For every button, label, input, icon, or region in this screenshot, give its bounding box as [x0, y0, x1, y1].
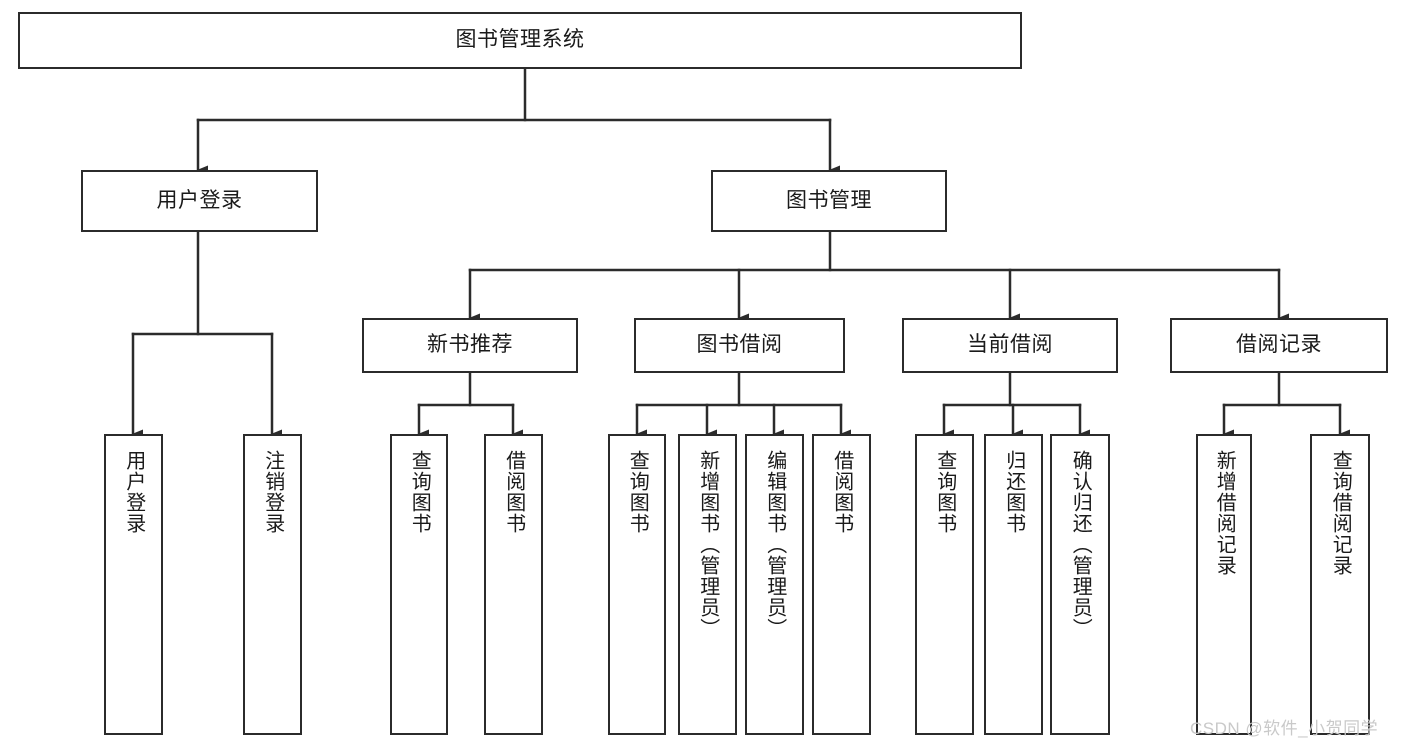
node-new-book-recommend[interactable]: 新书推荐 — [362, 318, 578, 373]
node-leaf-query-borrow-record[interactable]: 查询借阅记录 — [1310, 434, 1370, 735]
node-label: 新增借阅记录 — [1213, 450, 1236, 576]
node-leaf-edit-book-admin[interactable]: 编辑图书（管理员） — [745, 434, 804, 735]
node-book-manage[interactable]: 图书管理 — [711, 170, 947, 232]
node-label: 借阅记录 — [1236, 333, 1322, 357]
node-leaf-query-book-borrow[interactable]: 查询图书 — [608, 434, 666, 735]
node-leaf-borrow-book[interactable]: 借阅图书 — [812, 434, 871, 735]
node-label: 确认归还（管理员） — [1069, 450, 1092, 639]
node-leaf-query-book-current[interactable]: 查询图书 — [915, 434, 974, 735]
node-label: 借阅图书 — [830, 450, 853, 534]
node-book-borrow[interactable]: 图书借阅 — [634, 318, 845, 373]
csdn-watermark: CSDN @软件_小贺同学 — [1190, 719, 1379, 738]
node-label: 查询借阅记录 — [1329, 450, 1352, 576]
node-leaf-add-borrow-record[interactable]: 新增借阅记录 — [1196, 434, 1252, 735]
node-leaf-return-book[interactable]: 归还图书 — [984, 434, 1043, 735]
node-label: 查询图书 — [626, 450, 649, 534]
node-label: 新书推荐 — [427, 333, 513, 357]
node-leaf-add-book-admin[interactable]: 新增图书（管理员） — [678, 434, 737, 735]
node-leaf-borrow-book-rec[interactable]: 借阅图书 — [484, 434, 543, 735]
node-current-borrow[interactable]: 当前借阅 — [902, 318, 1118, 373]
node-label: 归还图书 — [1002, 450, 1025, 534]
node-label: 查询图书 — [933, 450, 956, 534]
node-borrow-record[interactable]: 借阅记录 — [1170, 318, 1388, 373]
node-label: 图书管理系统 — [455, 28, 585, 52]
node-label: 编辑图书（管理员） — [763, 450, 786, 639]
node-label: 当前借阅 — [967, 333, 1053, 357]
edges-group — [131, 67, 1350, 439]
node-label: 查询图书 — [408, 450, 431, 534]
node-label: 用户登录 — [156, 188, 243, 212]
node-root-system[interactable]: 图书管理系统 — [18, 12, 1022, 69]
node-label: 图书借阅 — [696, 333, 783, 357]
node-leaf-confirm-return-admin[interactable]: 确认归还（管理员） — [1050, 434, 1110, 735]
node-label: 图书管理 — [786, 188, 872, 212]
node-leaf-user-login[interactable]: 用户登录 — [104, 434, 163, 735]
node-label: 新增图书（管理员） — [696, 450, 719, 639]
node-label: 用户登录 — [122, 450, 145, 534]
node-label: 借阅图书 — [502, 450, 525, 534]
node-leaf-logout[interactable]: 注销登录 — [243, 434, 302, 735]
node-user-login[interactable]: 用户登录 — [81, 170, 318, 232]
node-leaf-query-book-rec[interactable]: 查询图书 — [390, 434, 448, 735]
node-label: 注销登录 — [261, 450, 284, 534]
